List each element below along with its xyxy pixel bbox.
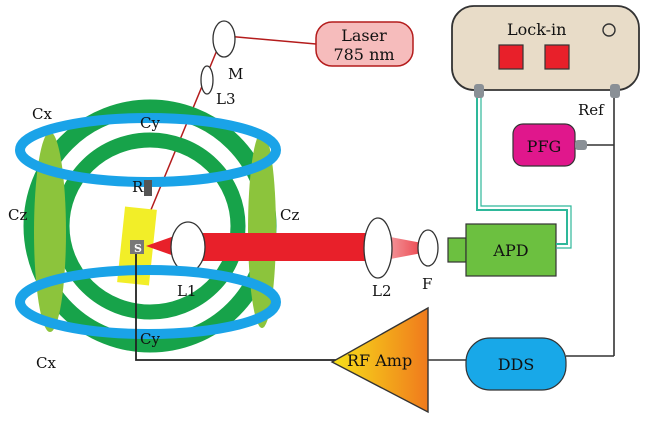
mirror <box>212 20 236 58</box>
laser-to-mirror-line <box>225 35 317 45</box>
apd-window <box>447 237 467 263</box>
apd-label: APD <box>492 241 528 260</box>
lens-l3 <box>200 65 214 95</box>
lock-in-button-1 <box>498 44 524 70</box>
laser-label-line2: 785 nm <box>333 45 394 64</box>
filter-label: F <box>422 275 432 293</box>
laser-box <box>315 21 414 67</box>
ref-label: Ref <box>578 101 605 119</box>
coil-cz-left-label: Cz <box>8 206 27 224</box>
collimated-beam <box>183 233 375 261</box>
laser-label-line1: Laser <box>341 26 387 45</box>
pfg-label: PFG <box>527 137 562 156</box>
filter <box>417 229 439 267</box>
lens-l2 <box>363 217 393 279</box>
lens-l3-label: L3 <box>216 90 236 108</box>
rf-amp-label: RF Amp <box>347 351 412 370</box>
coil-cz-right <box>248 132 276 328</box>
lock-in-knob <box>602 23 616 37</box>
pfg-connector <box>575 140 587 150</box>
cable-apd-to-lockin <box>476 96 568 245</box>
apd-box <box>465 223 557 277</box>
lens-l1 <box>170 221 206 273</box>
lock-in-label: Lock-in <box>507 20 566 39</box>
coil-cy-top-label: Cy <box>140 114 160 132</box>
sample <box>130 240 144 254</box>
mirror-label: M <box>228 65 243 83</box>
coil-cx-top-label: Cx <box>32 105 52 123</box>
sample-label: S <box>134 242 142 255</box>
coil-cx-bottom <box>15 265 281 339</box>
lock-in-input-connector <box>474 84 484 98</box>
coil-cz-right-label: Cz <box>280 206 299 224</box>
cables <box>135 96 615 361</box>
reflector-label: R <box>132 178 144 196</box>
lock-in-ref-connector <box>610 84 620 98</box>
dds-label: DDS <box>498 355 535 374</box>
lens-l1-label: L1 <box>177 282 197 300</box>
laser-source: Laser 785 nm <box>315 21 414 67</box>
coil-cy-bottom-label: Cy <box>140 330 160 348</box>
cable-rfamp-to-sample <box>135 254 336 361</box>
dds-box <box>465 337 567 391</box>
reflector <box>144 180 152 196</box>
lock-in-button-2 <box>544 44 570 70</box>
cable-apd-to-lockin-inner <box>480 96 572 249</box>
lens-l2-label: L2 <box>372 282 392 300</box>
coil-cx-bottom-label: Cx <box>36 354 56 372</box>
rf-amp-triangle <box>330 306 429 414</box>
focused-beam <box>385 236 438 260</box>
lock-in-amplifier: Lock-in <box>451 5 640 91</box>
